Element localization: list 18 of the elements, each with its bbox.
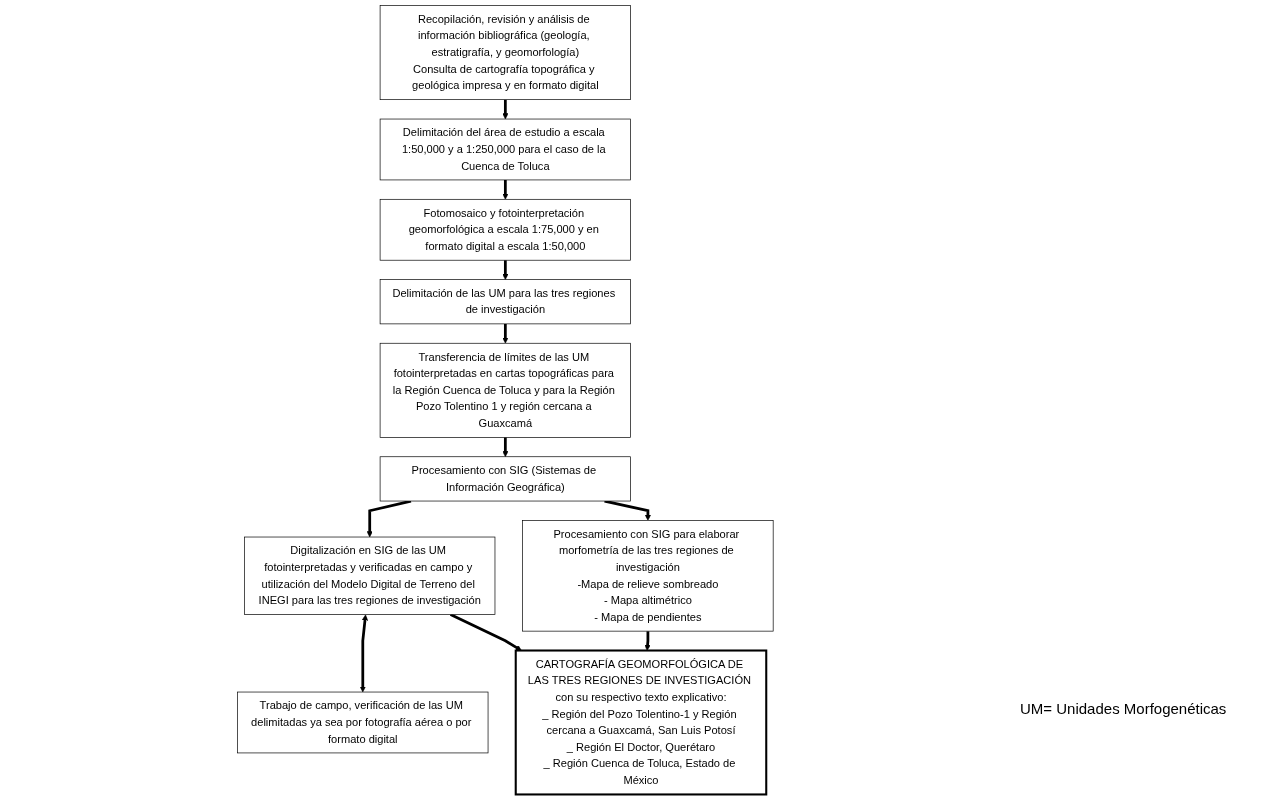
node-box: Digitalización en SIG de las UM fotointerpretadas y verificadas en campo y utilización del Modelo Digital de Terreno del INEGI para las tres regiones de investigación xyxy=(243,536,495,615)
node-box: Delimitación del área de estudio a escala 1:50,000 y a 1:250,000 para el caso de la Cuenca de Toluca xyxy=(379,118,631,181)
node-box: Fotomosaico y fotointerpretación geomorfológica a escala 1:75,000 y en formato digital a escala 1:50,000 xyxy=(379,198,631,261)
node-box: Procesamiento con SIG (Sistemas de Información Geográfica) xyxy=(379,456,631,502)
node-box: CARTOGRAFÍA GEOMORFOLÓGICA DE LAS TRES REGIONES DE INVESTIGACIÓN con su respectivo texto explicativo: _ Región del Pozo Tolentino-1 y Región cercana a Guaxcamá, San Luis Potosí _ Región El Doctor, Querétaro _ Región Cuenca de Toluca, Estado de México xyxy=(514,649,767,796)
node-box: Trabajo de campo, verificación de las UM delimitadas ya sea por fotografía aérea o por formato digital xyxy=(236,691,489,754)
arrow xyxy=(501,179,509,200)
arrow xyxy=(501,99,509,120)
arrow xyxy=(359,614,368,693)
arrow xyxy=(501,260,509,280)
arrow xyxy=(501,437,509,457)
arrow xyxy=(501,323,509,344)
node-box: Delimitación de las UM para las tres regiones de investigación xyxy=(379,279,631,325)
node-box: Transferencia de límites de las UM fotointerpretadas en cartas topográficas para la Región Cuenca de Toluca y para la Región Pozo Tolentino 1 y región cercana a Guaxcamá xyxy=(379,342,631,438)
note-text: UM= Unidades Morfogenéticas xyxy=(1020,700,1228,717)
arrow xyxy=(449,613,522,651)
node-box: Procesamiento con SIG para elaborar morfometría de las tres regiones de investigación -Mapa de relieve sombreado - Mapa altimétrico - Mapa de pendientes xyxy=(521,520,774,632)
node-box: Recopilación, revisión y análisis de información bibliográfica (geología, estratigrafía, y geomorfología) Consulta de cartografía topográfica y geológica impresa y en formato digital xyxy=(379,5,631,100)
